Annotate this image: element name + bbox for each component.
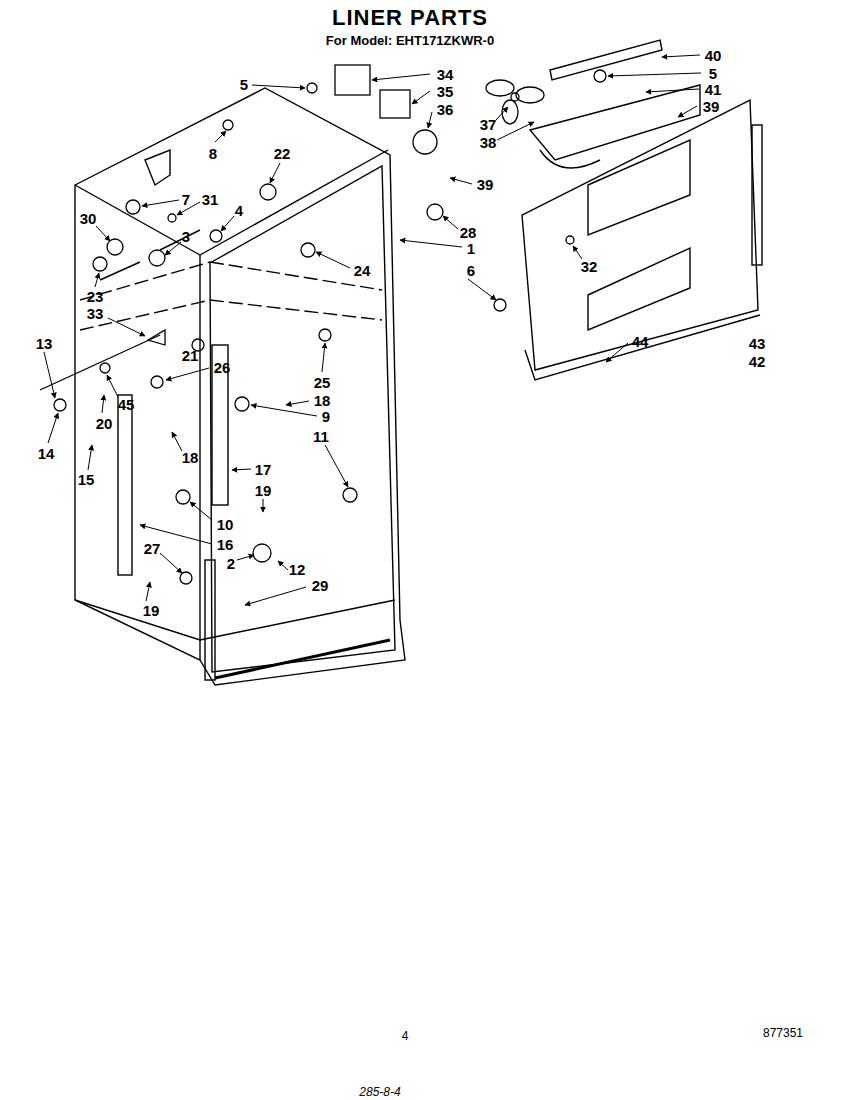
- callout-number: 16: [217, 537, 234, 552]
- page-note: 285-8-4: [359, 1086, 400, 1098]
- callout-number: 36: [437, 102, 454, 117]
- callout-number: 5: [709, 66, 717, 81]
- callout-number: 1: [467, 241, 475, 256]
- model-subtitle: For Model: EHT171ZKWR-0: [326, 34, 494, 47]
- callout-number: 40: [705, 48, 722, 63]
- callout-number: 18: [314, 393, 331, 408]
- callout-number: 3: [182, 229, 190, 244]
- callout-number: 45: [118, 397, 135, 412]
- callout-number: 39: [703, 99, 720, 114]
- callout-number: 18: [182, 450, 199, 465]
- callout-number: 8: [209, 146, 217, 161]
- callout-number: 22: [274, 146, 291, 161]
- callout-number: 23: [87, 289, 104, 304]
- callout-number: 26: [214, 360, 231, 375]
- callout-number: 21: [182, 348, 199, 363]
- diagram-title: LINER PARTS: [332, 7, 488, 29]
- callout-number: 24: [354, 263, 371, 278]
- callout-number: 39: [477, 177, 494, 192]
- callout-number: 29: [312, 578, 329, 593]
- page-note: 877351: [763, 1027, 803, 1039]
- callout-number: 35: [437, 84, 454, 99]
- evaporator-cover: [522, 40, 762, 380]
- callout-number: 4: [235, 203, 243, 218]
- callout-number: 27: [144, 541, 161, 556]
- callout-number: 9: [322, 409, 330, 424]
- callout-number: 10: [217, 517, 234, 532]
- callout-number: 19: [255, 483, 272, 498]
- callout-number: 33: [87, 306, 104, 321]
- callout-number: 17: [255, 462, 272, 477]
- callout-number: 6: [467, 263, 475, 278]
- fan-and-motor: [335, 65, 544, 154]
- callout-number: 5: [240, 77, 248, 92]
- callout-number: 11: [313, 429, 329, 444]
- callout-number: 30: [80, 211, 97, 226]
- callout-number: 37: [480, 117, 497, 132]
- callout-number: 42: [749, 354, 766, 369]
- callout-number: 25: [314, 375, 331, 390]
- callout-number: 15: [78, 472, 95, 487]
- callout-number: 12: [289, 562, 306, 577]
- callout-number: 19: [143, 603, 160, 618]
- callout-number: 44: [632, 334, 649, 349]
- liner-cabinet: [75, 88, 405, 685]
- callout-number: 31: [202, 192, 219, 207]
- callout-number: 34: [437, 67, 454, 82]
- callout-number: 14: [38, 446, 55, 461]
- callout-number: 32: [581, 259, 598, 274]
- callout-number: 28: [460, 225, 477, 240]
- callout-number: 43: [749, 336, 766, 351]
- callout-number: 7: [182, 192, 190, 207]
- leader-lines: [44, 55, 701, 605]
- page-note: 4: [402, 1030, 409, 1042]
- small-parts: [40, 70, 606, 584]
- callout-number: 20: [96, 416, 113, 431]
- callout-number: 13: [36, 336, 53, 351]
- callout-number: 2: [227, 556, 235, 571]
- callout-number: 41: [705, 82, 722, 97]
- callout-number: 38: [480, 135, 497, 150]
